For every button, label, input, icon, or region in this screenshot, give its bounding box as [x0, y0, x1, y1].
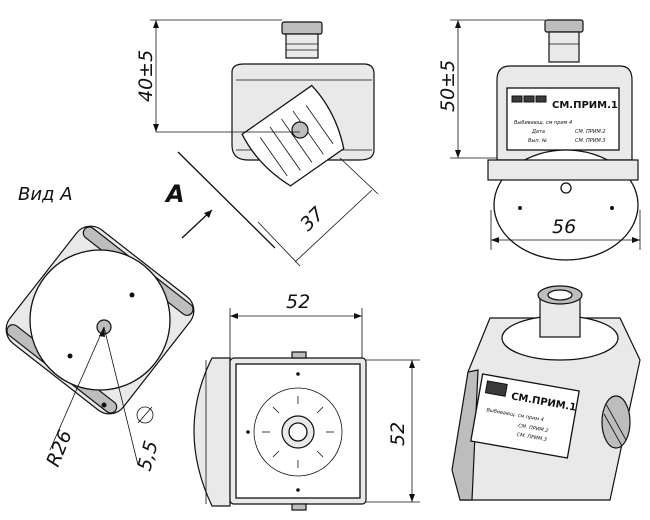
nameplate-line2b: СМ. ПРИМ.2 — [575, 129, 606, 135]
view-title: Вид А — [18, 184, 73, 205]
nameplate-line1: Выбивающ. см прим 4 — [514, 120, 572, 126]
iso-nameplate-line3b: СМ. ПРИМ.3 — [516, 432, 547, 443]
view-arrow-label: A — [164, 180, 185, 208]
view-a-disc — [29, 249, 171, 391]
dim-rotated-width: 37 — [296, 203, 329, 236]
section-plane — [177, 151, 276, 249]
dim-37-line — [294, 189, 373, 263]
plan-view: 52 52 — [193, 291, 420, 511]
dim-width-top: 52 — [286, 291, 310, 313]
dim-hole: 5,5 — [134, 438, 163, 473]
pivot-hole — [291, 121, 309, 139]
plan-side-flange — [193, 357, 231, 507]
nameplate-line3b: СМ. ПРИМ.3 — [575, 138, 606, 144]
isometric-view: СМ.ПРИМ.1 Выбивающ. см прим 4 СМ. ПРИМ.2… — [451, 285, 641, 501]
top-view-rotated: A 40±5 37 — [135, 19, 379, 267]
dim-base-width: 56 — [552, 216, 576, 238]
dim-radius: R26 — [42, 427, 76, 470]
nameplate-line2a: Дата — [531, 129, 545, 135]
cap-stem — [285, 33, 319, 59]
iso-nameplate-line2b: СМ. ПРИМ.2 — [518, 423, 549, 434]
nameplate-line3a: Вып. № — [528, 138, 547, 144]
dim-top-height: 40±5 — [135, 50, 157, 102]
front-view: СМ.ПРИМ.1 Выбивающ. см прим 4 Дата СМ. П… — [437, 19, 641, 261]
cap-top — [281, 21, 323, 35]
dim-side-height: 50±5 — [437, 60, 459, 112]
nameplate-title: СМ.ПРИМ.1 — [552, 100, 618, 111]
dim-height-right: 52 — [387, 422, 409, 446]
view-a: Вид А R26 5,5 — [5, 184, 195, 473]
plan-dial — [253, 387, 343, 477]
